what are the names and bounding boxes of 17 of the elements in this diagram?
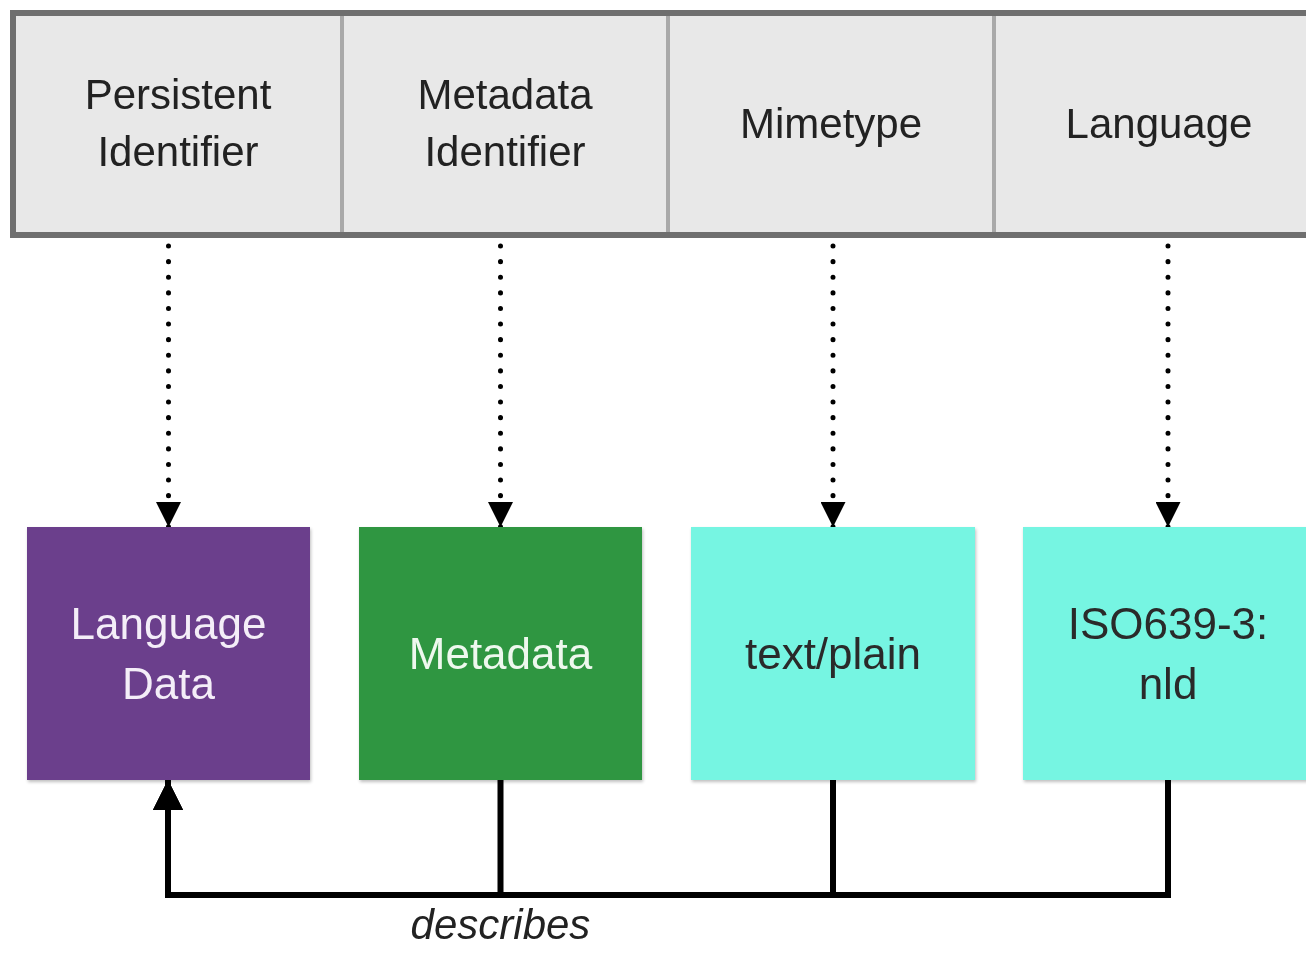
header-label: Mimetype [739,98,923,149]
dotted-arrow [820,243,846,530]
data-box [27,527,310,780]
dotted-arrow [156,243,181,530]
box-label: Language Data [69,598,268,710]
data-box [359,527,642,780]
box-label: ISO639-3: nld [1066,598,1270,710]
dotted-arrow [488,243,513,530]
dotted-arrow [1155,243,1181,530]
box-label: Metadata [408,627,593,680]
data-box [691,527,975,780]
header-table [10,10,1306,238]
box-label: text/plain [744,627,922,680]
header-label: Language [1065,98,1253,149]
header-label: Persistent Identifier [83,70,273,177]
header-label: Metadata Identifier [416,70,594,177]
data-box [1023,527,1306,780]
